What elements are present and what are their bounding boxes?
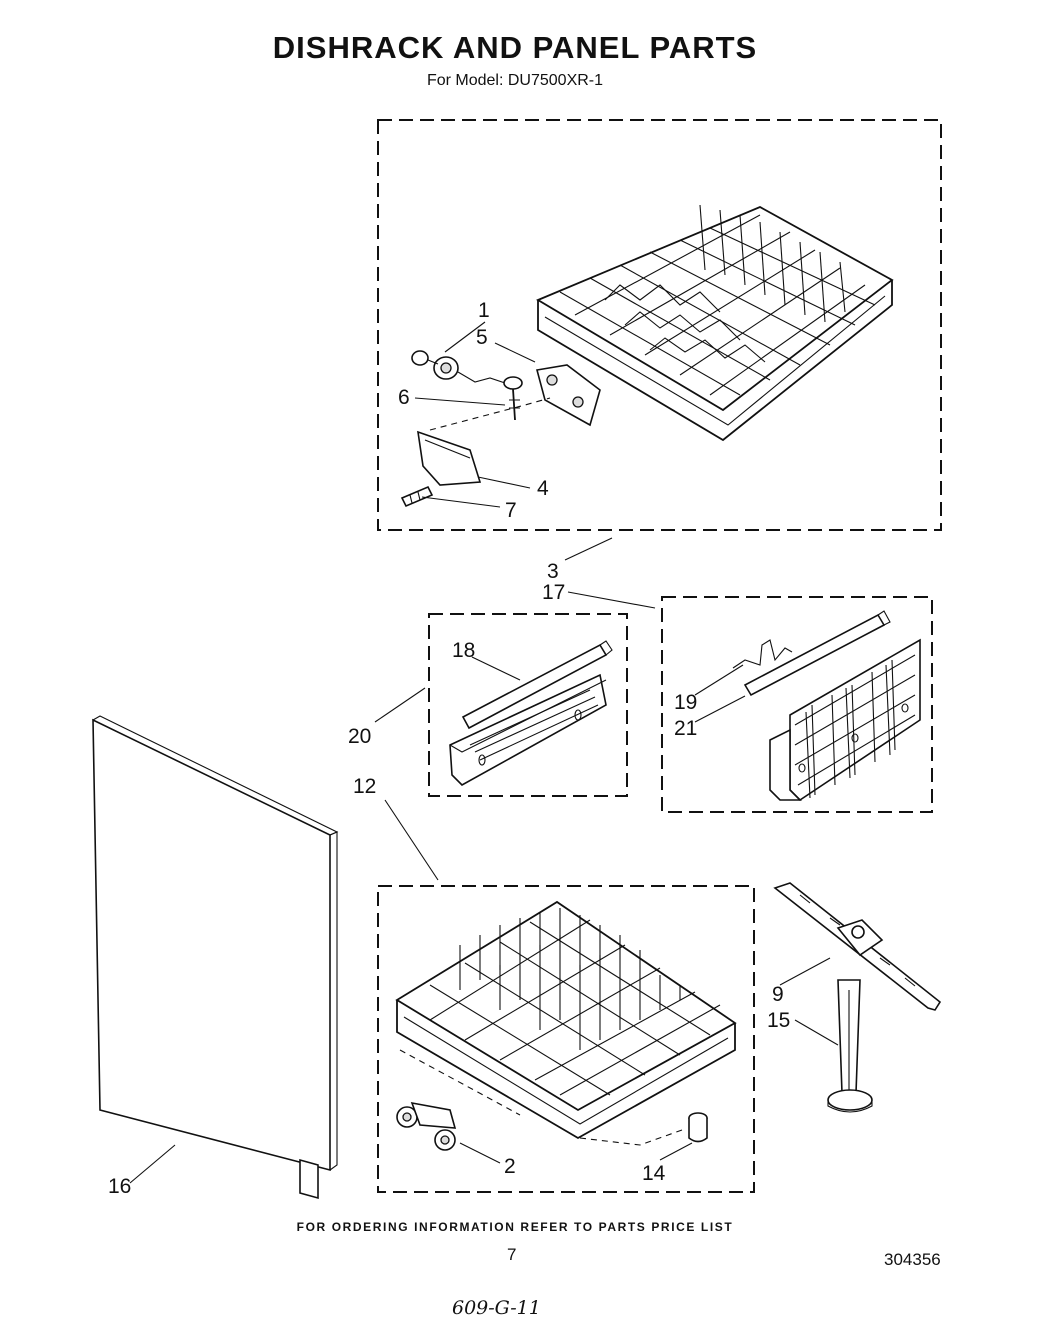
upper-dishrack-illustration [536, 204, 894, 442]
callout-4: 4 [537, 477, 549, 500]
callout-21: 21 [674, 717, 698, 740]
handwritten-note: 609-G-11 [452, 1297, 541, 1319]
callout-16: 16 [108, 1175, 132, 1198]
model-subtitle: For Model: DU7500XR-1 [426, 72, 604, 89]
document-number: 304356 [884, 1250, 941, 1269]
door-panel-illustration [92, 715, 339, 1200]
page-title: DISHRACK AND PANEL PARTS [272, 30, 758, 65]
rack-stop-illustration [688, 1112, 708, 1143]
callout-18: 18 [452, 639, 476, 662]
callout-7: 7 [505, 499, 517, 522]
callout-3: 3 [547, 560, 559, 583]
silverware-basket-group-box [661, 596, 933, 813]
callout-leader-lines [129, 321, 839, 1184]
page-number: 7 [507, 1245, 517, 1264]
callout-1: 1 [478, 299, 490, 322]
callout-15: 15 [767, 1009, 791, 1032]
callout-17: 17 [542, 581, 566, 604]
callout-14: 14 [642, 1162, 666, 1185]
callout-9: 9 [772, 983, 784, 1006]
callout-20: 20 [348, 725, 372, 748]
callout-5: 5 [476, 326, 488, 349]
silverware-basket-illustration [732, 610, 921, 802]
lower-rack-group-box [377, 885, 755, 1193]
lower-dishrack-illustration [395, 900, 737, 1146]
spray-arm-illustration [773, 882, 942, 1113]
rack-adjuster-parts-illustration [400, 350, 601, 508]
callout-2: 2 [504, 1155, 516, 1178]
callout-19: 19 [674, 691, 698, 714]
upper-rack-group-box [377, 119, 942, 531]
ordering-note: FOR ORDERING INFORMATION REFER TO PARTS … [296, 1220, 734, 1234]
silverware-cover-illustration [449, 640, 613, 786]
rack-roller-illustration [396, 1101, 457, 1151]
callout-6: 6 [398, 386, 410, 409]
callout-12: 12 [353, 775, 377, 798]
